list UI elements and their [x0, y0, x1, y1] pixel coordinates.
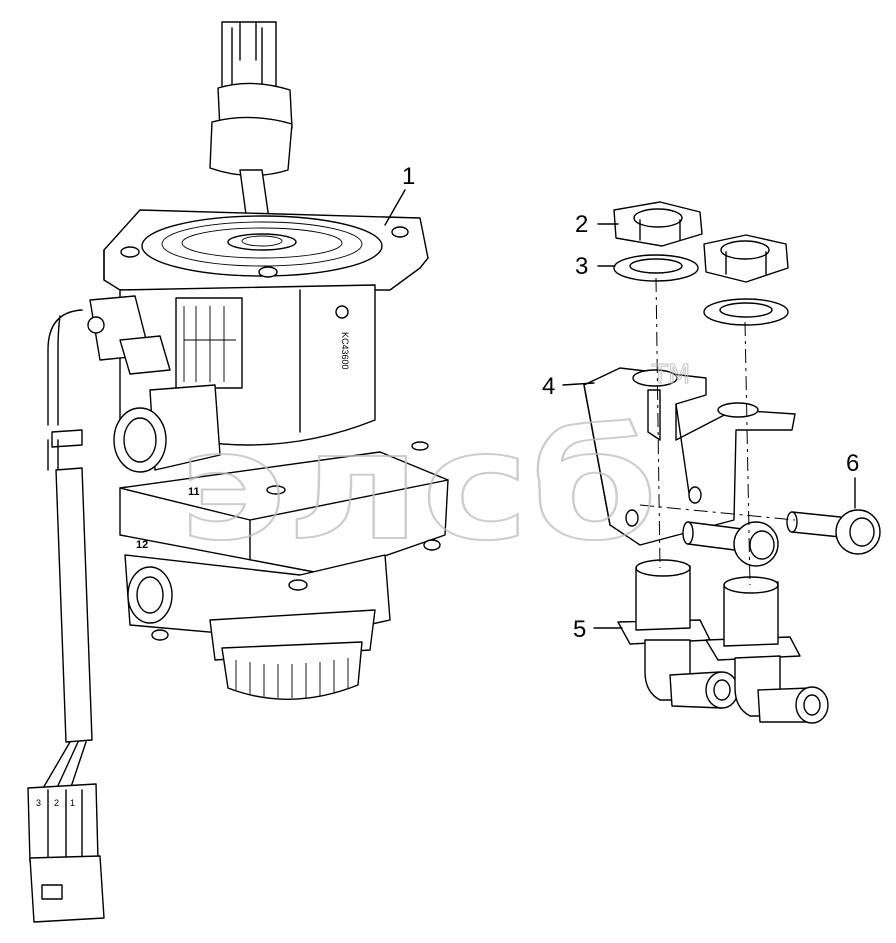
washer-part-3	[613, 254, 699, 282]
fitting-part-5-second	[705, 576, 829, 724]
callout-4: 4	[542, 373, 595, 400]
callout-4-label: 4	[542, 373, 555, 400]
port-12-marking: 12	[136, 539, 148, 551]
watermark-logo: элсб TM	[177, 359, 691, 575]
plug-connector: 3 2 1	[27, 783, 105, 923]
brake-valve-assembly: KC43600 11 12	[87, 21, 449, 700]
assembly-centerlines	[639, 277, 796, 586]
pin-2-label: 2	[54, 798, 59, 808]
watermark-text: элсб	[178, 400, 658, 574]
bracket-part-4	[583, 367, 796, 546]
serial-marking: KC43600	[340, 332, 350, 370]
callout-3: 3	[575, 253, 616, 280]
callout-6: 6	[846, 450, 859, 509]
callout-3-label: 3	[575, 253, 588, 280]
nut-part-2-second	[703, 234, 789, 283]
callout-2-label: 2	[575, 211, 588, 238]
watermark-trademark: TM	[651, 360, 690, 390]
bolt-part-6-second	[682, 521, 779, 567]
sensor-cable	[41, 309, 93, 791]
washer-part-3-second	[703, 298, 789, 326]
callout-1: 1	[384, 163, 415, 226]
callout-5: 5	[573, 616, 623, 643]
nut-part-2	[613, 201, 703, 247]
callout-6-label: 6	[846, 450, 859, 477]
callout-2: 2	[575, 211, 619, 238]
callout-5-label: 5	[573, 616, 586, 643]
fitting-part-5	[617, 559, 739, 709]
port-11-marking: 11	[188, 486, 200, 498]
callout-1-label: 1	[402, 163, 415, 190]
bolt-part-6	[786, 509, 881, 555]
pin-3-label: 3	[36, 798, 41, 808]
pin-1-label: 1	[70, 798, 75, 808]
